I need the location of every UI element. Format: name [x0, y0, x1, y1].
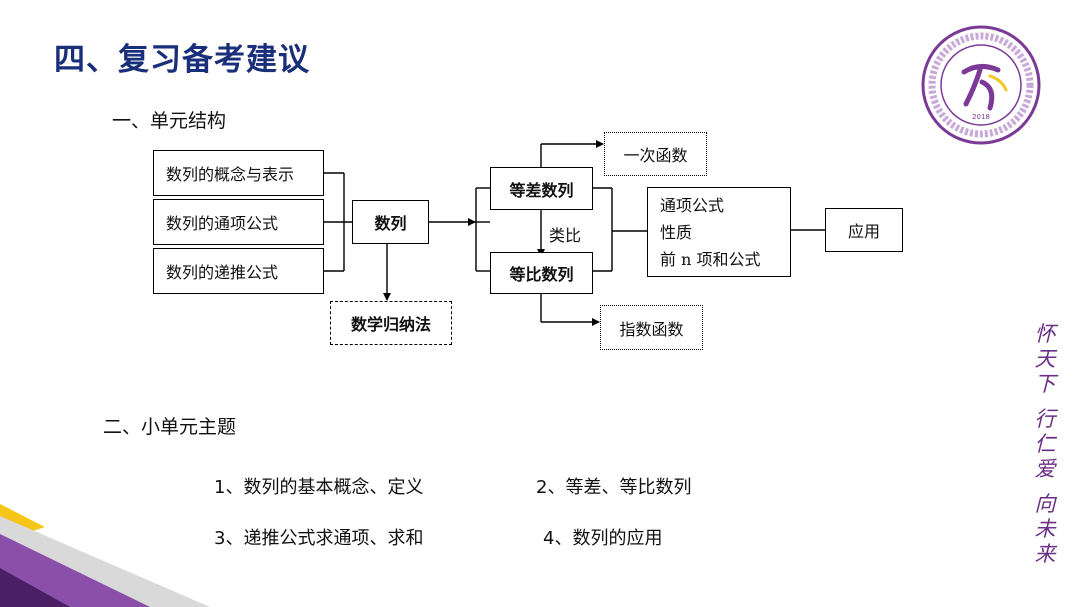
box-formulas: 通项公式 性质 前 n 项和公式 — [647, 187, 791, 277]
box-arithmetic-sequence: 等差数列 — [490, 167, 593, 210]
box-general-term: 数列的通项公式 — [153, 199, 324, 245]
topic-item: 4、数列的应用 — [543, 528, 663, 549]
formula-properties: 性质 — [660, 222, 693, 242]
svg-text:2018: 2018 — [972, 113, 990, 121]
section-heading-topics: 二、小单元主题 — [103, 416, 237, 438]
formula-general-term: 通项公式 — [660, 195, 725, 215]
box-sequence-concept: 数列的概念与表示 — [153, 150, 324, 196]
box-sequence: 数列 — [352, 200, 429, 244]
formula-sum: 前 n 项和公式 — [660, 249, 761, 269]
school-motto: 怀 天 下 行 仁 爱 向 未 来 — [1034, 322, 1056, 566]
topic-item: 2、等差、等比数列 — [536, 477, 692, 498]
box-induction: 数学归纳法 — [330, 301, 452, 345]
box-exponential-function: 指数函数 — [600, 305, 703, 350]
corner-decoration — [0, 504, 210, 607]
topic-item: 1、数列的基本概念、定义 — [214, 477, 424, 498]
box-linear-function: 一次函数 — [604, 132, 707, 176]
topic-item: 3、递推公式求通项、求和 — [214, 528, 424, 549]
section-heading-structure: 一、单元结构 — [112, 110, 227, 132]
box-application: 应用 — [825, 208, 903, 252]
page-title: 四、复习备考建议 — [54, 42, 310, 78]
box-geometric-sequence: 等比数列 — [490, 252, 593, 294]
analogy-label: 类比 — [549, 226, 582, 245]
school-seal-logo: 2018 — [921, 25, 1041, 145]
box-recurrence: 数列的递推公式 — [153, 248, 324, 294]
